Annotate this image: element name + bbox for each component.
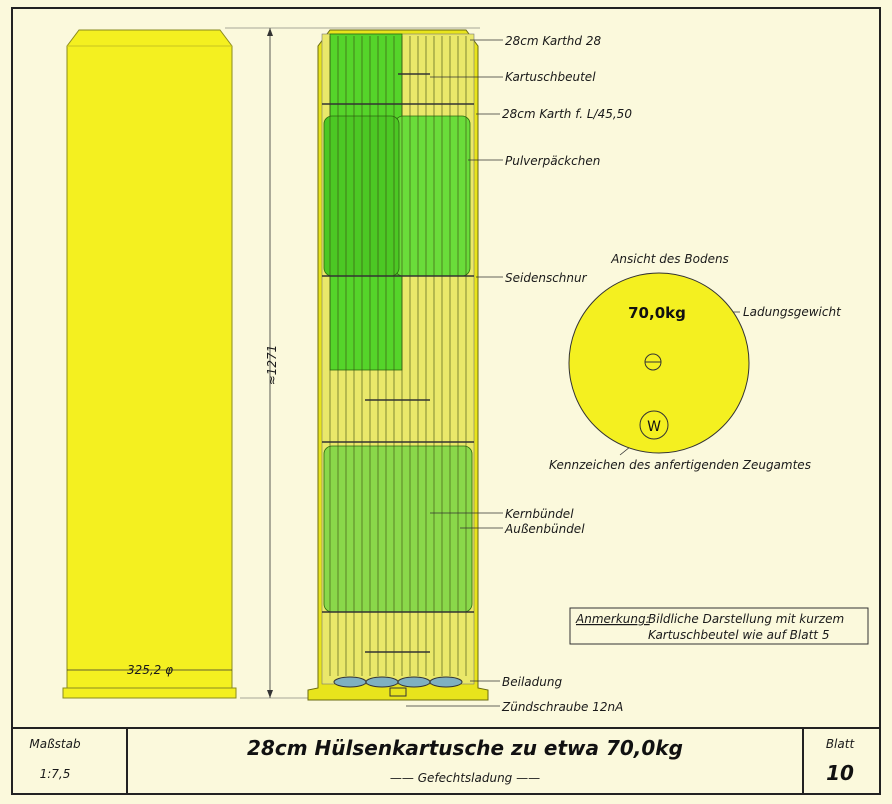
label-karthd: 28cm Karthd 28 [505,34,601,48]
cartridge-exterior-view [62,29,237,699]
label-beiladung: Beiladung [502,675,562,689]
label-pulverpaeckchen: Pulverpäckchen [505,154,600,168]
cartridge-cross-section [307,29,489,701]
label-ladungsgewicht: Ladungsgewicht [743,305,842,319]
charge-weight: 70,0kg [628,304,686,322]
sheet-label: Blatt [826,737,856,751]
note-title: Anmerkung: [575,612,650,626]
scale-label: Maßstab [29,737,81,751]
note-line-1: Bildliche Darstellung mit kurzem [648,612,844,626]
primer-icon [644,353,662,371]
sheet-frame [11,7,881,795]
drawing-title: 28cm Hülsenkartusche zu etwa 70,0kg [247,736,683,760]
label-kernbuendel: Kernbündel [505,507,574,521]
label-kennzeichen: Kennzeichen des anfertigenden Zeugamtes [549,458,811,472]
base-view-title: Ansicht des Bodens [610,252,729,266]
title-block [12,727,880,794]
label-kartuschbeutel: Kartuschbeutel [505,70,596,84]
sheet-number: 10 [826,761,854,785]
scale-value: 1:7,5 [40,767,71,781]
length-dimension: ≈1271 [265,345,279,386]
length-dimension-line [225,27,480,699]
zuendschraube [389,687,407,697]
note-line-2: Kartuschbeutel wie auf Blatt 5 [648,628,829,642]
arsenal-mark-circle [639,410,669,440]
label-karth: 28cm Karth f. L/45,50 [502,107,632,121]
arsenal-mark: W [647,419,661,435]
diameter-dimension: 325,2 φ [127,663,173,677]
label-seidenschnur: Seidenschnur [505,271,588,285]
label-aussenbuendel: Außenbündel [504,522,585,536]
label-zuendschraube: Zündschraube 12nA [501,700,623,714]
drawing-subtitle: —— Gefechtsladung —— [390,771,540,785]
note-box [569,607,869,645]
